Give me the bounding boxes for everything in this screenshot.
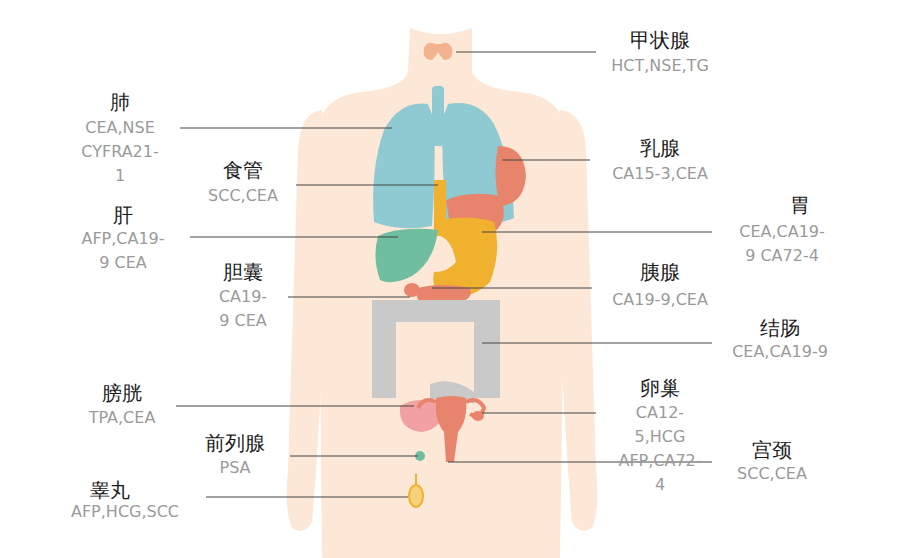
uterus xyxy=(436,396,467,462)
organ-name: 乳腺 xyxy=(640,136,680,160)
marker-list: CA12-5,HCG AFP,CA72-4 xyxy=(618,401,701,497)
organ-name: 胃 xyxy=(790,193,810,217)
testis xyxy=(409,485,423,507)
leader-line xyxy=(290,456,418,457)
marker-list: HCT,NSE,TG xyxy=(611,54,709,78)
marker-list: PSA xyxy=(219,456,250,480)
body-silhouette xyxy=(287,28,598,558)
organ-name: 食管 xyxy=(223,158,263,182)
marker-list: AFP,CA19-9 CEA xyxy=(81,227,164,275)
organ-name: 膀胱 xyxy=(102,381,142,405)
marker-list: TPA,CEA xyxy=(89,406,156,430)
leader-line xyxy=(296,185,438,186)
leader-line xyxy=(432,288,592,289)
organ-name: 胰腺 xyxy=(640,260,680,284)
organ-name: 前列腺 xyxy=(205,431,265,455)
marker-list: CA19-9,CEA xyxy=(612,288,708,312)
organ-name: 宫颈 xyxy=(752,438,792,462)
organ-name: 肝 xyxy=(113,203,133,227)
marker-list: CEA,CA19-9 xyxy=(732,340,828,364)
organ-name: 睾丸 xyxy=(90,478,130,502)
marker-list: SCC,CEA xyxy=(737,462,807,486)
leader-line xyxy=(482,343,712,344)
marker-list: CA15-3,CEA xyxy=(612,162,708,186)
leader-lines xyxy=(176,52,712,497)
leader-line xyxy=(482,413,596,414)
marker-list: SCC,CEA xyxy=(208,184,278,208)
leader-line xyxy=(190,237,398,238)
stomach xyxy=(433,217,497,296)
organ-name: 肺 xyxy=(110,90,130,114)
organ-name: 卵巢 xyxy=(640,376,680,400)
bladder xyxy=(400,400,441,432)
leader-line xyxy=(456,52,596,53)
leader-line xyxy=(206,497,408,498)
organ-name: 结肠 xyxy=(760,316,800,340)
marker-list: AFP,HCG,SCC xyxy=(71,500,179,524)
thyroid xyxy=(424,43,453,60)
spermatic-cord xyxy=(415,474,417,484)
leader-line xyxy=(502,160,590,161)
leader-line xyxy=(176,406,414,407)
leader-line xyxy=(482,232,712,233)
leader-line xyxy=(288,297,410,298)
left-lung xyxy=(373,104,435,229)
organ-name: 胆囊 xyxy=(223,260,263,284)
organ-name: 甲状腺 xyxy=(630,28,690,52)
marker-list: CEA,CA19-9 CA72-4 xyxy=(739,220,825,268)
fallopian-tube-left xyxy=(418,400,436,408)
marker-list: CA19-9 CEA xyxy=(219,285,267,333)
marker-list: CEA,NSE CYFRA21-1 xyxy=(81,116,158,188)
leader-line xyxy=(180,128,392,129)
